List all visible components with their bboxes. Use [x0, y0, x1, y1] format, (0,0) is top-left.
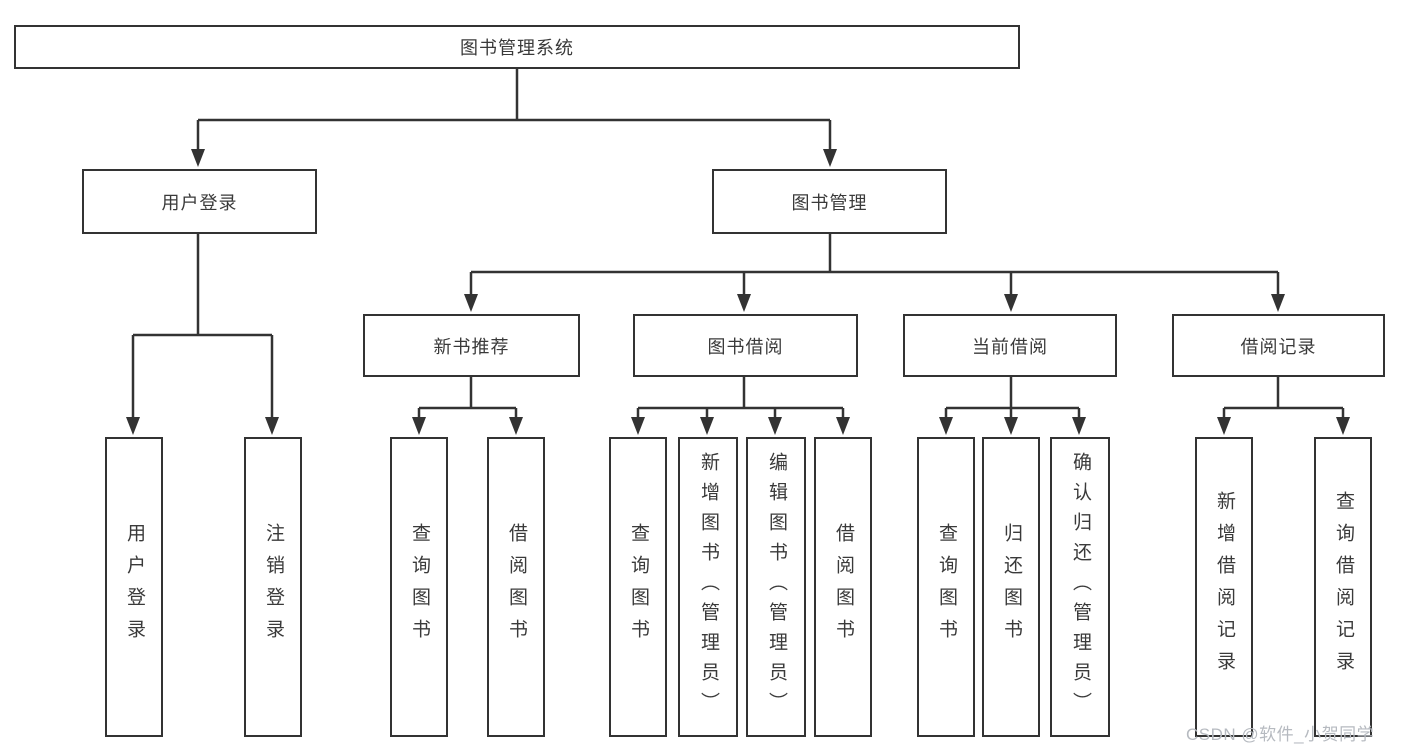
- node-label: 图书管理: [791, 192, 868, 213]
- node-new-book-recommendation: 新书推荐: [363, 314, 580, 377]
- leaf-borrow-books-recommend: 借阅图书: [487, 437, 545, 737]
- leaf-logout: 注销登录: [244, 437, 302, 737]
- leaf-label: 归还图书: [1000, 523, 1022, 651]
- leaf-query-books-borrow: 查询图书: [609, 437, 667, 737]
- node-user-login: 用户登录: [82, 169, 317, 234]
- leaf-return-books: 归还图书: [982, 437, 1040, 737]
- leaf-label: 编辑图书（管理员）: [765, 452, 787, 722]
- leaf-label: 查询图书: [935, 523, 957, 651]
- leaf-label: 确认归还（管理员）: [1069, 452, 1091, 722]
- leaf-label: 新增图书（管理员）: [697, 452, 719, 722]
- leaf-label: 查询借阅记录: [1332, 491, 1354, 683]
- node-library-management-system: 图书管理系统: [14, 25, 1020, 69]
- connector-paths: [131, 68, 1345, 421]
- leaf-add-book-admin: 新增图书（管理员）: [678, 437, 738, 737]
- node-label: 图书管理系统: [460, 38, 574, 58]
- leaf-confirm-return-admin: 确认归还（管理员）: [1050, 437, 1110, 737]
- node-label: 新书推荐: [433, 336, 510, 357]
- node-book-borrowing: 图书借阅: [633, 314, 858, 377]
- leaf-label: 查询图书: [627, 523, 649, 651]
- leaf-query-borrow-record: 查询借阅记录: [1314, 437, 1372, 737]
- leaf-edit-book-admin: 编辑图书（管理员）: [746, 437, 806, 737]
- leaf-borrow-books: 借阅图书: [814, 437, 872, 737]
- node-borrowing-records: 借阅记录: [1172, 314, 1385, 377]
- leaf-label: 新增借阅记录: [1213, 491, 1235, 683]
- leaf-label: 注销登录: [262, 523, 284, 651]
- leaf-query-books-recommend: 查询图书: [390, 437, 448, 737]
- node-book-management: 图书管理: [712, 169, 947, 234]
- node-label: 当前借阅: [972, 336, 1048, 357]
- csdn-watermark: CSDN @软件_小贺同学: [1186, 725, 1375, 744]
- leaf-label: 用户登录: [123, 523, 145, 651]
- node-current-borrowing: 当前借阅: [903, 314, 1117, 377]
- leaf-label: 查询图书: [408, 523, 430, 651]
- node-label: 图书借阅: [707, 336, 784, 357]
- leaf-add-borrow-record: 新增借阅记录: [1195, 437, 1253, 737]
- leaf-label: 借阅图书: [505, 523, 527, 651]
- node-label: 用户登录: [161, 192, 238, 213]
- leaf-query-books-current: 查询图书: [917, 437, 975, 737]
- leaf-label: 借阅图书: [832, 523, 854, 651]
- node-label: 借阅记录: [1240, 336, 1317, 357]
- leaf-user-login: 用户登录: [105, 437, 163, 737]
